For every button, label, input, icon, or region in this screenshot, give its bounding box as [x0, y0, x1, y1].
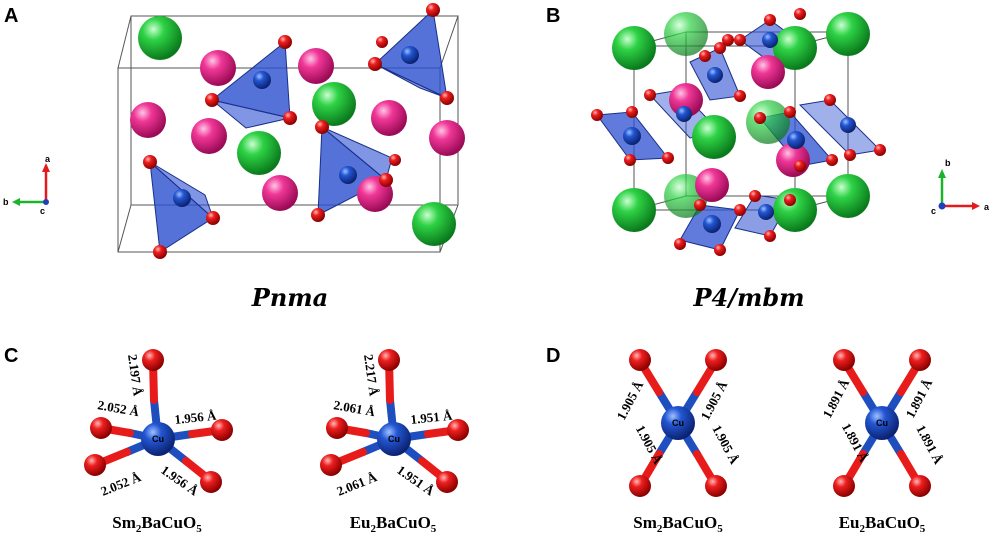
- compound-label: Eu2BaCuO5: [350, 513, 437, 535]
- bond-length: 2.217 Å: [361, 353, 382, 397]
- bond-length: 1.951 Å: [410, 408, 454, 427]
- axis-label-b: b: [3, 197, 9, 207]
- space-group-pnma: Pnma: [251, 283, 328, 312]
- cu-label: Cu: [152, 434, 164, 444]
- axis-label-a: a: [45, 154, 51, 164]
- barium-atoms: [138, 16, 456, 246]
- cu-label: Cu: [672, 418, 684, 428]
- rare-earth-atoms-b: [669, 55, 810, 202]
- pnma-structure: [117, 3, 465, 259]
- axis-triad-b: b a c: [931, 158, 990, 216]
- copper-atoms: [173, 46, 419, 207]
- axis-label-b-up: b: [945, 158, 951, 168]
- compound-label: Sm2BaCuO5: [112, 513, 202, 535]
- cuo4-polyhedra: [149, 8, 448, 253]
- compound-label: Sm2BaCuO5: [633, 513, 723, 535]
- p4mbm-structure: [591, 8, 886, 256]
- axis-label-c: c: [40, 206, 45, 216]
- bond-length: 1.956 Å: [174, 408, 218, 427]
- bond-length: 2.061 Å: [332, 397, 376, 419]
- bond-length: 1.905 Å: [613, 378, 646, 423]
- panel-d-letter: D: [546, 345, 560, 367]
- bond-length: 1.905 Å: [709, 422, 742, 467]
- bond-length: 2.061 Å: [335, 469, 380, 499]
- compound-label: Eu2BaCuO5: [839, 513, 926, 535]
- bond-length: 1.891 Å: [819, 376, 852, 421]
- axis-triad-a: a b c: [3, 154, 51, 216]
- bond-length: 2.197 Å: [125, 353, 146, 397]
- square-plane-sm: Cu 1.905 Å 1.905 Å 1.905 Å 1.905 Å Sm2Ba…: [613, 349, 743, 535]
- bond-length: 2.052 Å: [99, 469, 144, 499]
- cu-label: Cu: [388, 434, 400, 444]
- bond-length: 1.891 Å: [913, 422, 946, 467]
- bond-length: 2.052 Å: [96, 397, 140, 419]
- cu-label: Cu: [876, 418, 888, 428]
- pyramid-eu: Cu 2.217 Å 2.061 Å 1.951 Å 2.061 Å 1.951…: [320, 349, 469, 535]
- panel-c-letter: C: [4, 345, 18, 367]
- rare-earth-atoms: [130, 48, 465, 212]
- panel-b-letter: B: [546, 5, 560, 27]
- copper-atoms-b: [623, 32, 856, 233]
- pyramid-sm: Cu 2.197 Å 2.052 Å 1.956 Å 2.052 Å 1.956…: [84, 349, 233, 535]
- oxygen-atoms: [143, 3, 454, 259]
- space-group-p4mbm: P4/mbm: [692, 283, 804, 312]
- oxygen-atoms-b: [591, 8, 886, 256]
- panel-a-letter: A: [4, 5, 18, 27]
- axis-label-c-center: c: [931, 206, 936, 216]
- square-plane-eu: Cu 1.891 Å 1.891 Å 1.891 Å 1.891 Å Eu2Ba…: [819, 349, 947, 535]
- axis-label-a-right: a: [984, 202, 990, 212]
